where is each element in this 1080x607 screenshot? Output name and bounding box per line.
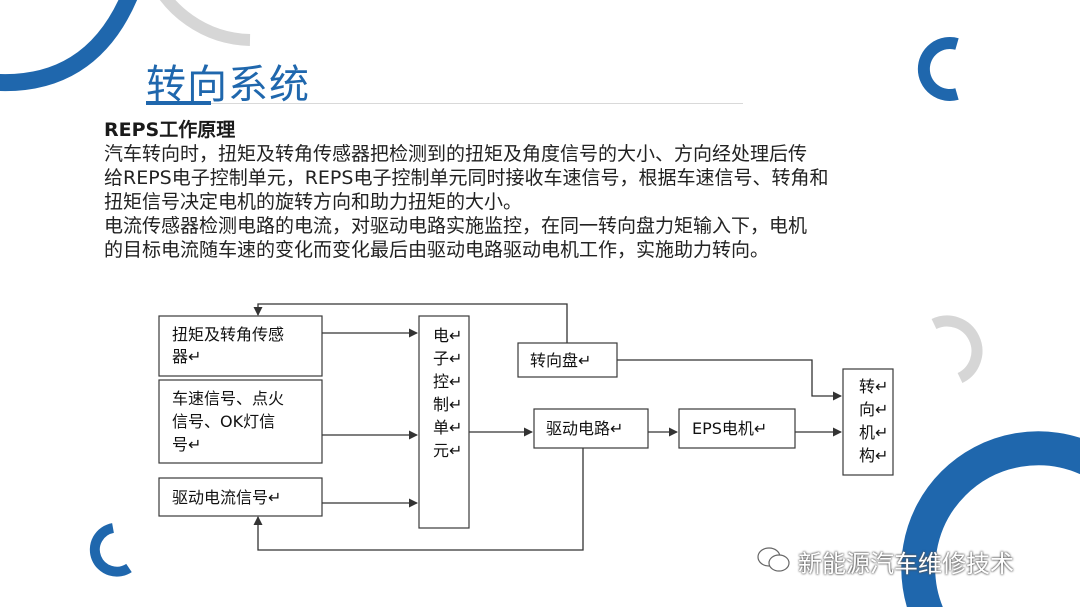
node-label: 子↵ [433, 349, 462, 368]
node-label: 构↵ [859, 446, 888, 465]
node-label: 电↵ [433, 326, 462, 345]
node-label: 驱动电流信号↵ [172, 488, 281, 507]
node-label: 向↵ [859, 400, 888, 419]
decor-arc-bottom-right [901, 431, 1080, 607]
node-label: 器↵ [172, 347, 201, 366]
edge-wheel-to-mechanism [617, 359, 842, 401]
decor-arc-top-right [917, 37, 959, 101]
section-heading: REPS工作原理 [104, 119, 236, 141]
node-label: 控↵ [433, 372, 462, 391]
slide-title: 转向系统 [146, 62, 310, 108]
edge-drive-to-current [253, 448, 584, 551]
node-label: 制↵ [433, 395, 462, 414]
paragraph-line: 给REPS电子控制单元，REPS电子控制单元同时接收车速信号，根据车速信号、转角… [104, 167, 829, 189]
node-steering-mechanism: 转↵ 向↵ 机↵ 构↵ [842, 368, 894, 476]
diagram-edges [253, 303, 842, 551]
node-label: 元↵ [433, 441, 462, 460]
node-label: 扭矩及转角传感 [172, 325, 284, 344]
node-drive-current-signal: 驱动电流信号↵ [158, 477, 323, 517]
paragraph-line: 扭矩信号决定电机的旋转方向和助力扭矩的大小。 [104, 191, 523, 213]
paragraph-line: 的目标电流随车速的变化而变化最后由驱动电路驱动电机工作，实施助力转向。 [104, 239, 770, 261]
paragraph-line: 汽车转向时，扭矩及转角传感器把检测到的扭矩及角度信号的大小、方向经处理后传 [104, 143, 808, 165]
node-label: EPS电机↵ [692, 419, 767, 438]
node-drive-circuit: 驱动电路↵ [533, 408, 649, 449]
node-label: 机↵ [859, 423, 888, 442]
node-label: 信号、OK灯信 [172, 412, 275, 431]
node-steering-wheel: 转向盘↵ [517, 342, 618, 378]
wechat-icon [757, 547, 790, 572]
decor-arc-bottom-left [89, 523, 132, 577]
node-label: 车速信号、点火 [172, 389, 284, 408]
node-torque-sensor: 扭矩及转角传感 器↵ [158, 315, 323, 377]
node-vehicle-signals: 车速信号、点火 信号、OK灯信 号↵ [158, 379, 323, 464]
text-content: REPS工作原理 汽车转向时，扭矩及转角传感器把检测到的扭矩及角度信号的大小、方… [104, 118, 984, 262]
watermark-text: 新能源汽车维修技术 [798, 550, 1014, 578]
node-label: 单↵ [433, 418, 462, 437]
node-label: 号↵ [172, 435, 201, 454]
title-divider [211, 103, 743, 104]
node-label: 驱动电路↵ [546, 419, 623, 438]
node-label: 转向盘↵ [530, 351, 591, 370]
node-ecu: 电↵ 子↵ 控↵ 制↵ 单↵ 元↵ [418, 315, 470, 529]
paragraph-line: 电流传感器检测电路的电流，对驱动电路实施监控，在同一转向盘力矩输入下，电机 [104, 215, 808, 237]
decor-arc-top-left [0, 0, 251, 92]
decor-arc-mid-right [931, 315, 983, 383]
node-label: 转↵ [859, 377, 888, 396]
node-eps-motor: EPS电机↵ [678, 408, 796, 449]
title-accent-bar [146, 101, 211, 105]
edge-wheel-to-torque [253, 303, 568, 343]
